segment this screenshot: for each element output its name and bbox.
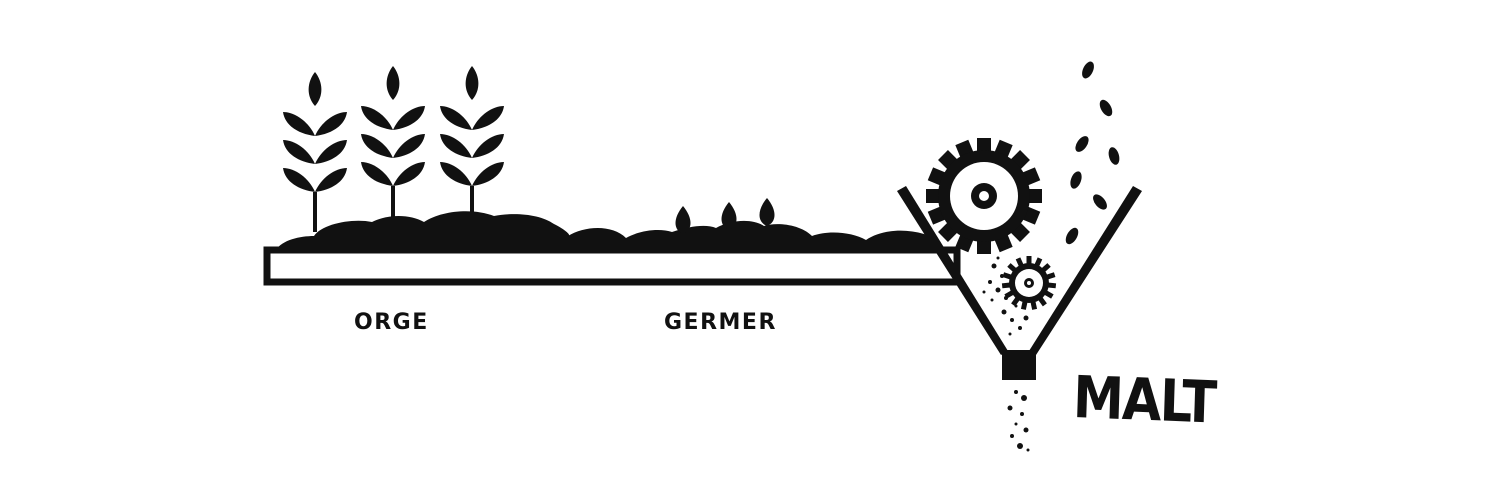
crushed-malt-particles (982, 256, 1029, 336)
sprout-icon (759, 198, 775, 226)
gear-icon (926, 138, 1042, 254)
grain-icon (1065, 61, 1120, 245)
wheat-icon (361, 66, 425, 226)
label-germer: GERMER (664, 310, 777, 335)
wheat-icon (440, 66, 504, 226)
hopper-icon (897, 186, 1142, 380)
sprout-icon (721, 202, 737, 230)
sprout-icon (675, 206, 691, 234)
conveyor-bed (263, 246, 961, 286)
label-orge: ORGE (354, 310, 429, 335)
wheat-icon (283, 72, 347, 232)
soil-mounds (276, 211, 944, 250)
falling-malt-particles (1007, 390, 1030, 452)
label-malt: MALT (1072, 363, 1217, 437)
gear-icon (1001, 256, 1057, 310)
